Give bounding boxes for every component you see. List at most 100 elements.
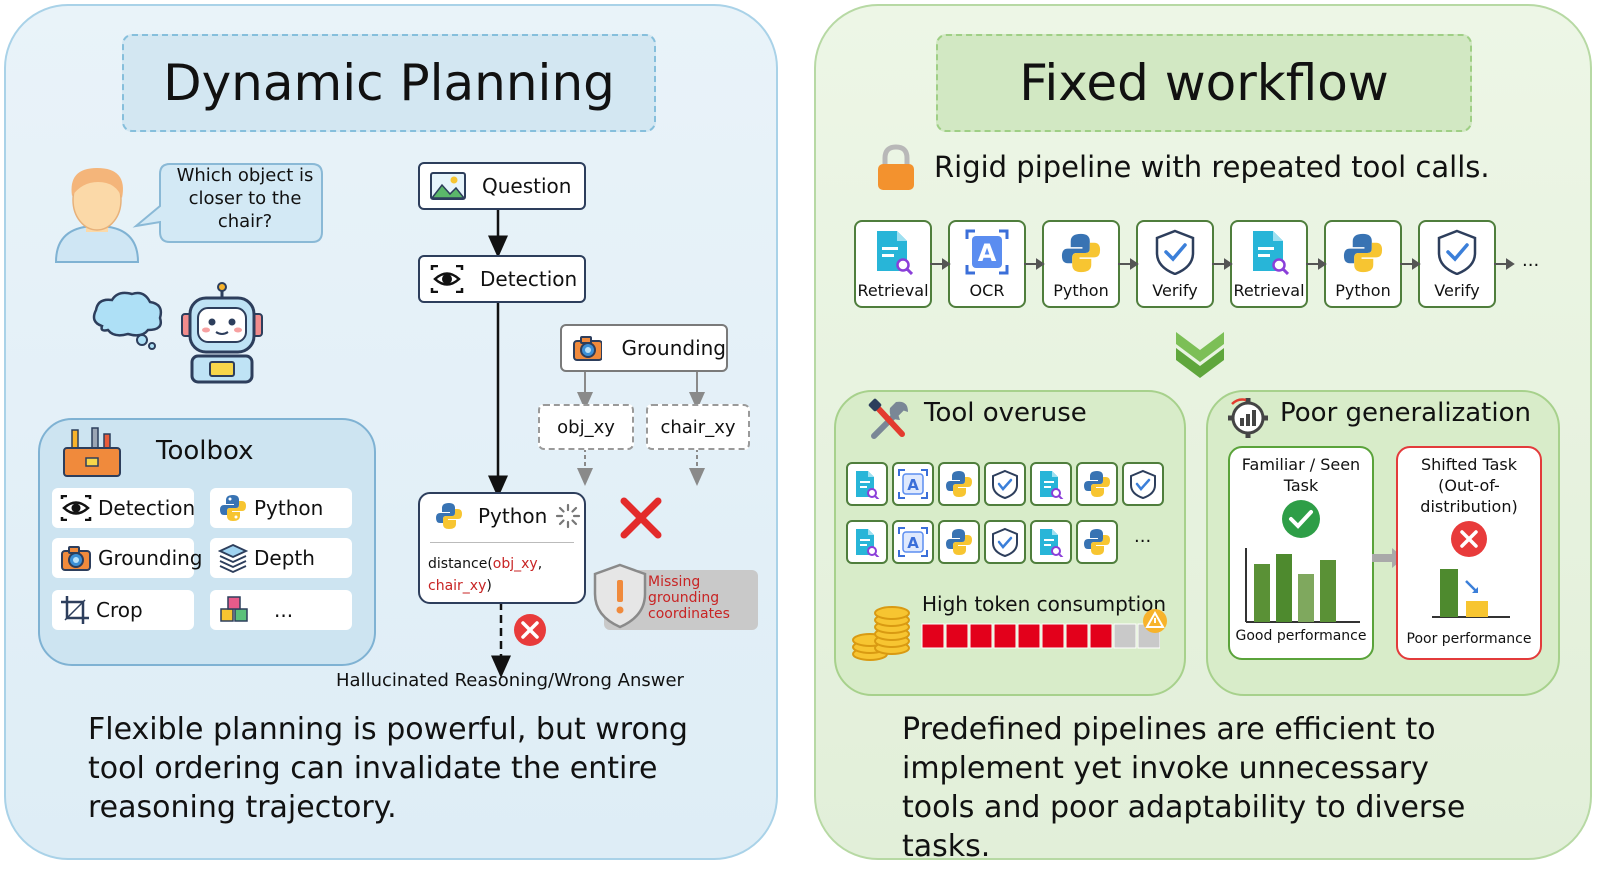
svg-text:A: A [907, 476, 919, 494]
token-segment-filled [969, 623, 993, 649]
missing-coordinates-text: Missing grounding coordinates [648, 574, 730, 622]
toolbox-item-label: Detection [98, 496, 196, 520]
python-icon [946, 529, 972, 555]
error-cross-icon [620, 497, 662, 539]
overuse-tool-ocr: A [892, 462, 934, 506]
overuse-tool-python [1076, 462, 1118, 506]
token-consumption-label: High token consumption [922, 592, 1167, 616]
flow-chair-xy-box: chair_xy [646, 404, 750, 450]
document-search-icon [1253, 231, 1289, 275]
token-consumption-bar [921, 623, 1160, 649]
overuse-tool-python [938, 462, 980, 506]
pipeline-step-label: Retrieval [1233, 281, 1305, 300]
verify-icon [1130, 469, 1156, 499]
flow-detection-label: Detection [480, 267, 578, 291]
shield-check-icon [1155, 229, 1195, 275]
pipeline-step-retrieval[interactable]: Retrieval [854, 220, 932, 308]
chevron-down-icon [1176, 332, 1224, 378]
pipeline-step-ocr[interactable]: A OCR [948, 220, 1026, 308]
overuse-more: ... [1134, 526, 1152, 547]
python-icon [436, 503, 462, 529]
fixed-workflow-subtitle: Rigid pipeline with repeated tool calls. [934, 150, 1490, 184]
pipeline-step-label: Verify [1434, 281, 1480, 300]
robot-icon [181, 282, 263, 384]
shifted-task-title: Shifted Task (Out-of-distribution) [1420, 455, 1518, 516]
pipeline-step-label: Python [1053, 281, 1109, 300]
pipeline-step-python[interactable]: Python [1042, 220, 1120, 308]
flow-python-label: Python [478, 504, 548, 528]
flow-python-box: Python distance(obj_xy, chair_xy) [418, 492, 586, 604]
pipeline-step-label: Verify [1152, 281, 1198, 300]
flow-question-box: Question [418, 162, 586, 210]
svg-text:A: A [907, 534, 919, 552]
flow-grounding-box: Grounding [560, 324, 728, 372]
toolbox-item-crop[interactable]: Crop [52, 590, 194, 630]
code-arg-chair: chair_xy [428, 578, 487, 594]
toolbox-icon [63, 427, 121, 477]
flow-result-label: Hallucinated Reasoning/Wrong Answer [336, 670, 684, 691]
toolbox-item-label: Crop [96, 598, 143, 622]
loading-spinner-icon [556, 503, 581, 529]
fixed-workflow-title: Fixed workflow [936, 34, 1472, 132]
overuse-tool-python [938, 520, 980, 564]
toolbox-item-python[interactable]: Python [210, 488, 352, 528]
flow-obj-xy-box: obj_xy [538, 404, 634, 450]
dynamic-planning-title: Dynamic Planning [122, 34, 656, 132]
ocr-icon: A [898, 527, 928, 557]
coins-icon [852, 606, 910, 661]
flow-grounding-label: Grounding [621, 336, 727, 360]
shield-check-icon [1437, 229, 1477, 275]
pipeline-arrows [930, 258, 1515, 270]
code-suffix: ) [486, 578, 492, 594]
eye-icon [60, 495, 92, 521]
toolbox-item-label: Depth [254, 546, 315, 570]
overuse-tool-retrieval [1030, 462, 1072, 506]
retrieval-icon [1040, 529, 1064, 557]
familiar-task-card: Familiar / Seen Task Good performance [1228, 446, 1374, 660]
dynamic-planning-caption: Flexible planning is powerful, but wrong… [88, 712, 688, 825]
familiar-task-caption: Good performance [1235, 628, 1367, 644]
toolbox-item-depth[interactable]: Depth [210, 538, 352, 578]
code-separator: , [537, 556, 543, 572]
speech-text: Which object is closer to the chair? [176, 165, 314, 232]
retrieval-icon [1040, 471, 1064, 499]
token-segment-filled [1065, 623, 1089, 649]
ocr-icon: A [965, 229, 1009, 275]
overuse-tool-verify [1122, 462, 1164, 506]
pipeline-step-verify[interactable]: Verify [1418, 220, 1496, 308]
overuse-tool-retrieval [846, 462, 888, 506]
shifted-task-card: Shifted Task (Out-of-distribution) Poor … [1396, 446, 1542, 660]
eye-icon [430, 265, 464, 293]
shifted-task-caption: Poor performance [1406, 631, 1532, 647]
camera-icon [573, 336, 602, 361]
pipeline-step-python[interactable]: Python [1324, 220, 1402, 308]
code-prefix: distance( [428, 556, 493, 572]
gear-chart-icon [1228, 398, 1268, 438]
overuse-tool-verify [984, 462, 1026, 506]
toolbox-item-grounding[interactable]: Grounding [52, 538, 203, 578]
crop-icon [61, 596, 89, 624]
pipeline-step-retrieval[interactable]: Retrieval [1230, 220, 1308, 308]
warning-shield-icon [593, 563, 647, 629]
overuse-tool-retrieval [1030, 520, 1072, 564]
flow-detection-box: Detection [418, 255, 586, 303]
camera-icon [61, 546, 91, 571]
toolbox-item-detection[interactable]: Detection [52, 488, 196, 528]
token-segment-filled [945, 623, 969, 649]
toolbox-item-label: Python [254, 496, 324, 520]
tools-icon [868, 398, 908, 439]
python-icon [946, 471, 972, 497]
retrieval-icon [856, 529, 880, 557]
toolbox-item-label: ... [274, 598, 294, 622]
check-circle-icon [1282, 500, 1320, 538]
warning-icon [1143, 609, 1167, 633]
python-icon [1061, 233, 1101, 273]
toolbox-item-more[interactable]: ... [210, 590, 352, 630]
pipeline-more: ... [1522, 250, 1540, 271]
flow-question-label: Question [482, 174, 572, 198]
python-icon [220, 495, 246, 521]
python-icon [1084, 529, 1110, 555]
python-icon [1084, 471, 1110, 497]
wrong-answer-icon [514, 614, 546, 646]
speech-bubble [132, 163, 323, 243]
